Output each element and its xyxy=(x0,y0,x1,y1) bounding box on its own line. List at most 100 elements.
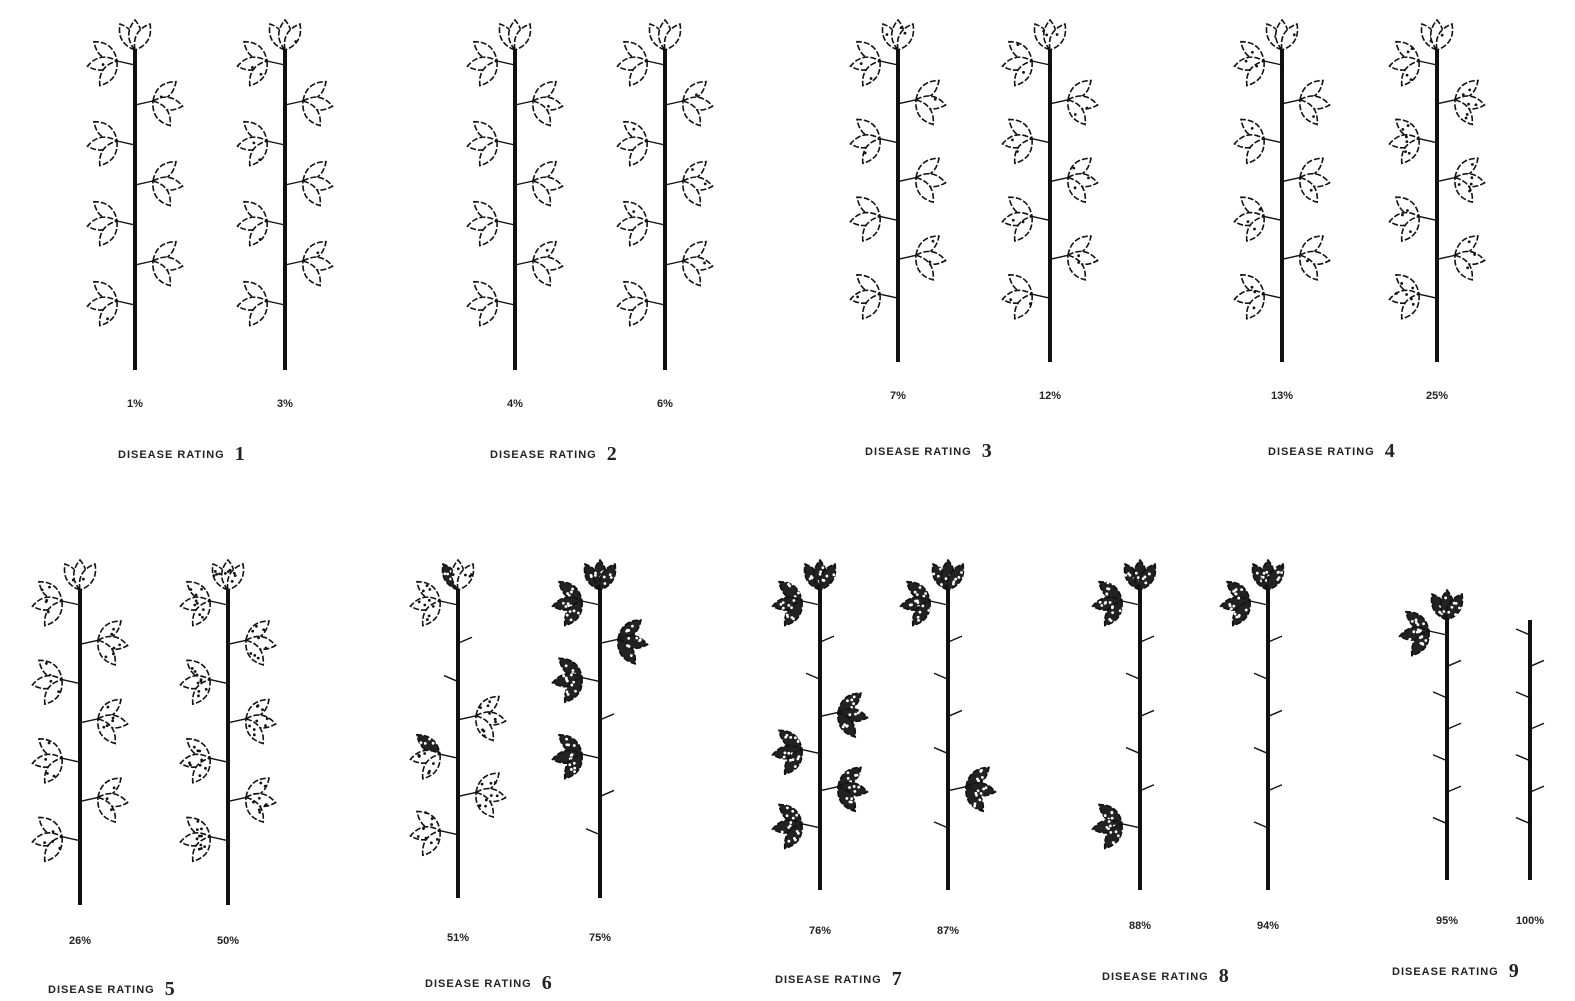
lesion-dot xyxy=(258,797,261,800)
petiole xyxy=(210,837,228,841)
lesion-dot xyxy=(248,725,251,728)
lesion-dot xyxy=(797,740,800,743)
lesion-dot xyxy=(1465,117,1468,120)
lesion-dot xyxy=(1306,259,1309,262)
lesion-dot xyxy=(1422,622,1425,625)
lesion-dot xyxy=(981,776,984,779)
lesion-dot xyxy=(1016,43,1019,46)
disease-rating-text: DISEASE RATING xyxy=(1392,966,1499,978)
lesion-dot xyxy=(428,599,431,602)
soybean-plant xyxy=(1516,620,1544,880)
leaf-scar xyxy=(1516,755,1530,761)
lesion-dot xyxy=(1111,606,1114,609)
lesion-dot xyxy=(194,670,197,673)
lesion-dot xyxy=(978,798,981,801)
lesion-dot xyxy=(253,733,256,736)
lesion-dot xyxy=(1230,607,1233,610)
petiole xyxy=(880,294,898,298)
lesion-dot xyxy=(191,667,194,670)
lesion-dot xyxy=(789,759,792,762)
lesion-dot xyxy=(196,828,199,831)
petiole xyxy=(228,719,246,723)
lesion-dot xyxy=(252,141,255,144)
disease-rating-text: DISEASE RATING xyxy=(118,449,225,461)
severity-percent-label: 95% xyxy=(1436,915,1458,927)
leaf-scar xyxy=(1254,748,1268,754)
lesion-dot xyxy=(573,767,576,770)
lesion-dot xyxy=(1235,588,1238,591)
lesion-dot xyxy=(1468,240,1471,243)
lesion-dot xyxy=(203,845,206,848)
lesion-dot xyxy=(423,752,426,755)
lesion-dot xyxy=(794,765,797,768)
lesion-dot xyxy=(573,744,576,747)
lesion-dot xyxy=(106,317,109,320)
disease-rating-number: 2 xyxy=(607,443,617,465)
lesion-dot xyxy=(107,706,110,709)
petiole xyxy=(117,141,135,145)
lesion-dot xyxy=(854,774,857,777)
leaf-scar xyxy=(1516,818,1530,824)
lesion-dot xyxy=(464,574,467,577)
soybean-plant xyxy=(31,560,128,905)
lesion-dot xyxy=(1409,230,1412,233)
lesion-dot xyxy=(982,788,985,791)
petiole xyxy=(898,255,916,259)
lesion-dot xyxy=(189,588,192,591)
lesion-dot xyxy=(1108,820,1111,823)
petiole xyxy=(515,181,533,185)
lesion-dot xyxy=(1022,71,1025,74)
petiole xyxy=(458,792,476,796)
disease-rating-number: 8 xyxy=(1219,965,1229,987)
lesion-dot xyxy=(934,98,937,101)
lesion-dot xyxy=(900,26,903,29)
lesion-dot xyxy=(1410,298,1413,301)
lesion-dot xyxy=(603,576,606,579)
petiole xyxy=(62,758,80,762)
lesion-dot xyxy=(786,814,789,817)
lesion-dot xyxy=(1466,113,1469,116)
petiole xyxy=(802,824,820,828)
lesion-dot xyxy=(1458,607,1461,610)
lesion-dot xyxy=(850,698,853,701)
lesion-dot xyxy=(572,681,575,684)
lesion-dot xyxy=(848,713,851,716)
petiole xyxy=(1050,255,1068,259)
lesion-dot xyxy=(483,730,486,733)
lesion-dot xyxy=(1265,571,1268,574)
lesion-dot xyxy=(195,594,198,597)
petiole xyxy=(497,61,515,65)
lesion-dot xyxy=(916,599,919,602)
petiole xyxy=(1032,139,1050,143)
lesion-dot xyxy=(857,712,860,715)
petiole xyxy=(1437,100,1455,104)
petiole xyxy=(665,181,683,185)
petiole xyxy=(515,101,533,105)
lesion-dot xyxy=(1100,604,1103,607)
lesion-dot xyxy=(1259,208,1262,211)
lesion-dot xyxy=(113,786,116,789)
lesion-dot xyxy=(1415,621,1418,624)
lesion-dot xyxy=(860,62,863,65)
lesion-dot xyxy=(787,840,790,843)
lesion-dot xyxy=(224,572,227,575)
soybean-plant xyxy=(409,560,506,898)
lesion-dot xyxy=(789,824,792,827)
lesion-dot xyxy=(819,570,822,573)
leaf-scar xyxy=(806,673,820,679)
lesion-dot xyxy=(1142,577,1145,580)
petiole xyxy=(440,831,458,835)
lesion-dot xyxy=(796,757,799,760)
petiole xyxy=(117,301,135,305)
lesion-dot xyxy=(255,720,258,723)
disease-rating-number: 1 xyxy=(235,443,245,465)
lesion-dot xyxy=(105,656,108,659)
lesion-dot xyxy=(1237,597,1240,600)
severity-percent-label: 7% xyxy=(890,390,906,402)
leaf-scar xyxy=(1433,692,1447,698)
lesion-dot xyxy=(1104,601,1107,604)
leaf-scar xyxy=(600,790,614,796)
lesion-dot xyxy=(258,809,261,812)
lesion-dot xyxy=(258,811,261,814)
petiole xyxy=(117,61,135,65)
